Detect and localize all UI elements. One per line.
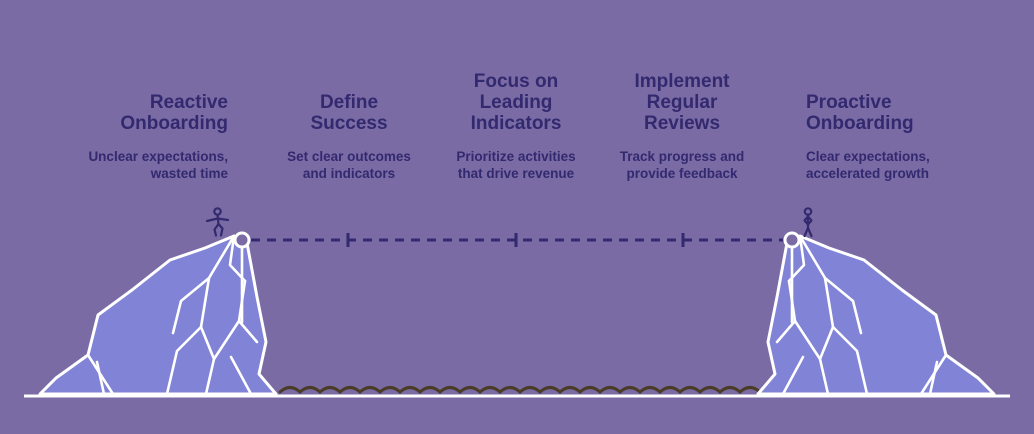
step-implement-regular-reviews: Implement Regular Reviews Track progress… — [592, 62, 772, 182]
step-title: Define Success — [310, 92, 388, 134]
step-subtitle: Track progress and provide feedback — [619, 149, 745, 181]
right-mountain — [756, 234, 996, 396]
stick-figure-walking-icon — [205, 207, 230, 237]
step-subtitle: Set clear outcomes and indicators — [287, 149, 411, 181]
step-proactive-onboarding: Proactive Onboarding Clear expectations,… — [806, 62, 986, 182]
step-reactive-onboarding: Reactive Onboarding Unclear expectations… — [48, 62, 228, 182]
step-title: Proactive Onboarding — [806, 92, 914, 134]
step-subtitle: Unclear expectations, wasted time — [88, 149, 228, 181]
rope-anchor-circle-right — [783, 231, 801, 249]
rope-anchor-circle-left — [233, 231, 251, 249]
step-define-success: Define Success Set clear outcomes and in… — [259, 62, 439, 182]
tightrope-tick-marks — [346, 233, 685, 247]
left-mountain — [38, 234, 278, 396]
step-subtitle: Prioritize activities that drive revenue — [456, 149, 576, 181]
step-focus-on-leading-indicators: Focus on Leading Indicators Prioritize a… — [426, 62, 606, 182]
step-title: Implement Regular Reviews — [634, 71, 730, 134]
step-subtitle: Clear expectations, accelerated growth — [806, 149, 930, 181]
step-title: Focus on Leading Indicators — [470, 71, 562, 134]
step-title: Reactive Onboarding — [120, 92, 228, 134]
water-wave-line — [278, 386, 762, 395]
stick-figure-standing-icon — [803, 207, 813, 238]
